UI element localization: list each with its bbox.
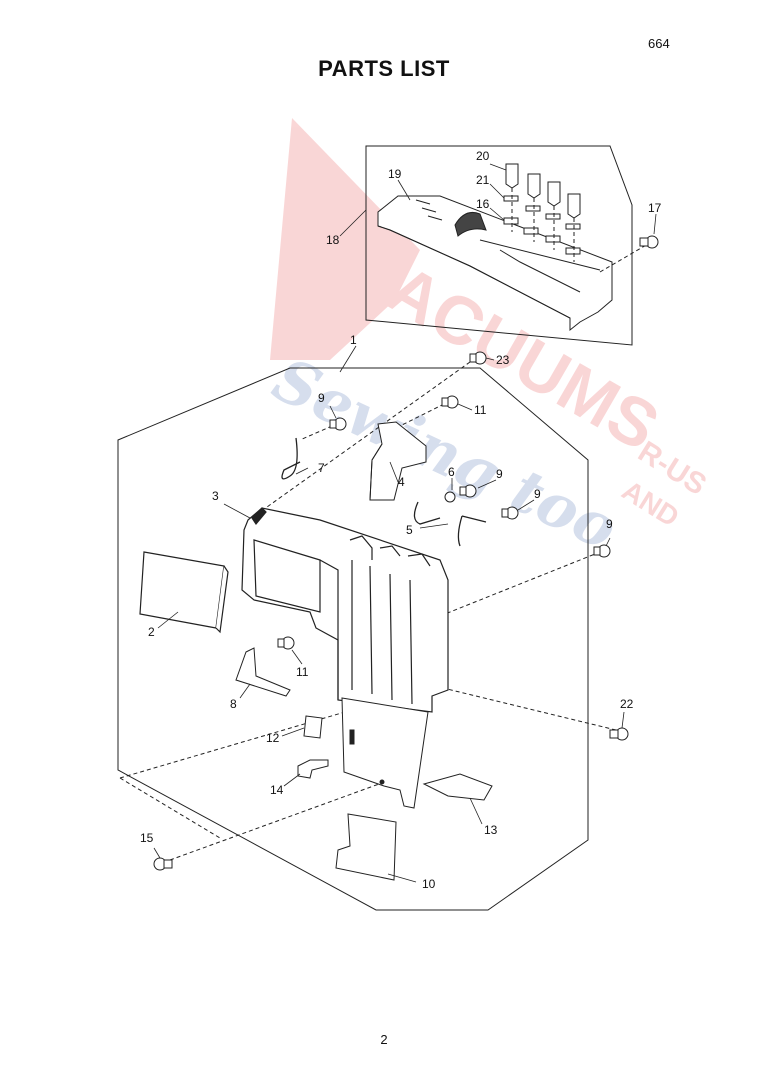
callout-11a: 11 — [474, 403, 487, 417]
part-16-plates — [503, 217, 581, 255]
part-12 — [303, 715, 323, 739]
page-number: 2 — [380, 1032, 388, 1047]
page-title: PARTS LIST — [318, 56, 450, 81]
callout-1: 1 — [350, 333, 357, 347]
part-8-bracket — [235, 647, 291, 697]
callout-20: 20 — [476, 149, 490, 163]
callout-9c: 9 — [534, 487, 541, 501]
part-19-top-cover — [377, 195, 613, 332]
part-3-main-body — [241, 507, 449, 713]
callout-13: 13 — [484, 823, 498, 837]
callout-12: 12 — [266, 731, 280, 745]
callout-22: 22 — [620, 697, 634, 711]
part-10-sheet — [335, 813, 397, 881]
part-13-plate — [422, 773, 493, 801]
callout-17: 17 — [648, 201, 662, 215]
model-number: 664 — [648, 36, 670, 51]
part-20-buttons — [505, 163, 581, 219]
part-2-panel — [139, 551, 229, 634]
part-lower-panel — [341, 697, 429, 809]
subassembly-outline — [365, 145, 633, 346]
callout-6: 6 — [448, 465, 455, 479]
callout-7: 7 — [318, 461, 325, 475]
callout-11b: 11 — [296, 665, 309, 679]
callout-2: 2 — [148, 625, 155, 639]
callout-15: 15 — [140, 831, 154, 845]
part-23-screw — [469, 351, 487, 365]
callout-9a: 9 — [318, 391, 325, 405]
part-21-plates — [503, 195, 581, 230]
part-4-bracket — [369, 421, 427, 501]
callout-16: 16 — [476, 197, 490, 211]
callout-18: 18 — [326, 233, 340, 247]
part-6-washer — [444, 491, 456, 503]
leader-lines — [153, 163, 657, 883]
callout-23: 23 — [496, 353, 510, 367]
subassembly-dashed-lines — [511, 188, 649, 273]
springs — [281, 437, 487, 547]
callout-5: 5 — [406, 523, 413, 537]
callout-8: 8 — [230, 697, 237, 711]
small-screws — [153, 395, 629, 871]
callout-14: 14 — [270, 783, 284, 797]
callout-9b: 9 — [496, 467, 503, 481]
callout-21: 21 — [476, 173, 490, 187]
callout-4: 4 — [398, 475, 405, 489]
callout-3: 3 — [212, 489, 219, 503]
callout-labels: 1 23 9 11 7 3 4 6 9 9 5 9 2 11 8 22 12 1… — [140, 149, 662, 891]
watermark-v-shape — [270, 118, 420, 360]
callout-19: 19 — [388, 167, 402, 181]
main-assembly-outline — [117, 367, 589, 911]
part-17-screw — [639, 235, 659, 249]
callout-9d: 9 — [606, 517, 613, 531]
callout-10: 10 — [422, 877, 436, 891]
part-14 — [297, 759, 329, 779]
